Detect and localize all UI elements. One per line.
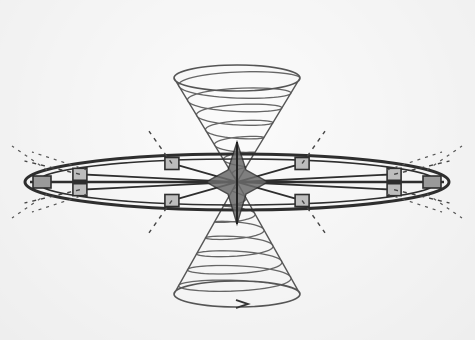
dashed-ray [427, 146, 462, 170]
dashed-ray [427, 194, 462, 218]
dashed-ray [12, 194, 47, 218]
ring-end-node [423, 176, 441, 188]
dashed-ray [12, 146, 47, 170]
ring-end-node [33, 176, 51, 188]
